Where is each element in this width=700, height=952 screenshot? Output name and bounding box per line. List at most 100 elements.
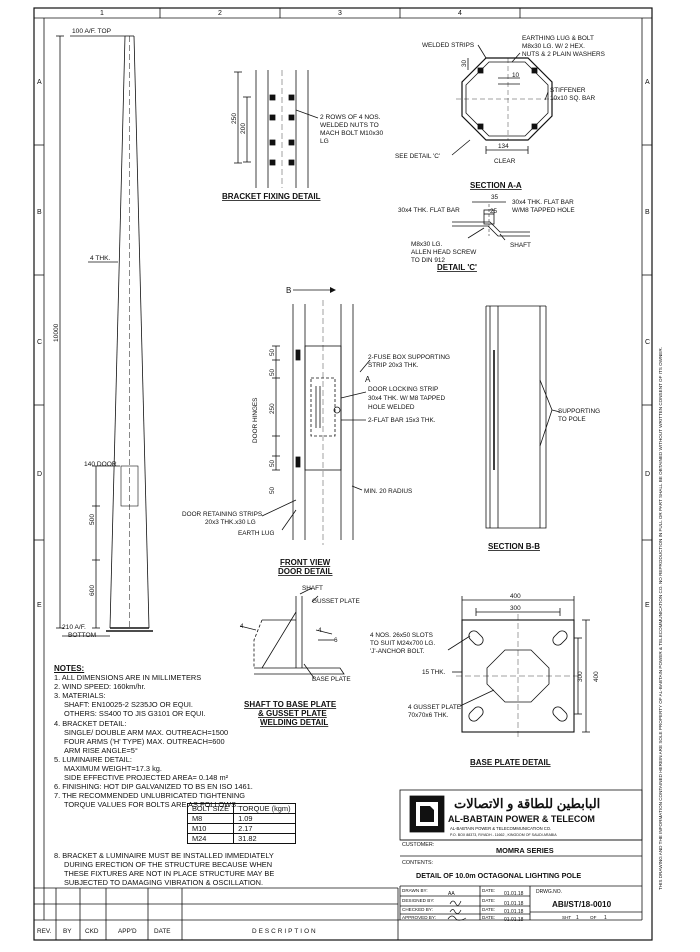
note-line: OTHERS: SS400 TO JIS G3101 OR EQUI. (64, 709, 206, 719)
front-view-door-detail (261, 287, 371, 545)
row-label-c: C (37, 339, 42, 346)
pole-dim-500: 500 (89, 514, 96, 525)
company-sub-2: P.O. BOX 88373, RIYADH - 11662 , KINGDOM… (450, 833, 557, 837)
side-copyright-note: THIS DRAWING AND THE INFORMATION CONTAIN… (658, 347, 663, 890)
gusset-base-label: BASE PLATE (312, 676, 351, 683)
section-b-support-2: TO POLE (558, 416, 586, 423)
title-block (399, 789, 643, 920)
detail-c-shaft: SHAFT (510, 242, 531, 249)
row-label-e-right: E (645, 602, 650, 609)
note-line: 6. FINISHING: HOT DIP GALVANIZED TO BS E… (54, 782, 253, 792)
detail-c-screw-2: ALLEN HEAD SCREW (411, 249, 477, 256)
bolt-header-size: BOLT SIZE (186, 803, 235, 814)
section-a-dim-134: 134 (498, 143, 509, 150)
front-retain-2: 20x3 THK.x30 LG (205, 519, 256, 526)
detail-c-flat2-2: W/M8 TAPPED HOLE (512, 207, 575, 214)
detail-c-flat1: 30x4 THK. FLAT BAR (398, 207, 460, 214)
table-row: M10 2.17 (186, 823, 296, 834)
gusset-shaft: SHAFT (302, 585, 323, 592)
front-hinges-label: DOOR HINGES (252, 398, 259, 443)
section-a-a (451, 44, 560, 156)
front-dim-50c: 50 (269, 486, 276, 494)
bracket-dim-250: 250 (231, 113, 238, 124)
section-a-stiffener-1: STIFFENER (550, 87, 586, 94)
table-row: M8 1.09 (186, 813, 296, 824)
gusset-weld-1: 4 (240, 623, 244, 630)
pole-thk-label: 4 THK. (90, 255, 111, 262)
note-line: MAXIMUM WEIGHT=17.3 kg. (64, 764, 162, 774)
gusset-title-3: WELDING DETAIL (260, 718, 328, 727)
col-label-1: 1 (100, 10, 104, 17)
contents-value: DETAIL OF 10.0m OCTAGONAL LIGHTING POLE (416, 871, 581, 880)
bracket-fixing-detail (234, 70, 319, 188)
pole-bottom-af: 210 A/F. (62, 624, 86, 631)
date-value-3: 01.01.18 (504, 909, 524, 915)
sheet-label: SHT (562, 915, 571, 920)
date-value-1: 01.01.18 (504, 891, 524, 897)
bracket-title: BRACKET FIXING DETAIL (222, 192, 321, 201)
pole-door-label: 140 DOOR (84, 461, 117, 468)
bolt-size: M10 (186, 823, 235, 834)
drwg-label: DRWG.NO. (536, 889, 562, 895)
pole-dim-600: 600 (89, 585, 96, 596)
gusset-title-2: & GUSSET PLATE (258, 709, 327, 718)
gusset-plate-label: GUSSET PLATE (312, 598, 360, 605)
front-flat-bar: 2-FLAT BAR 15x3 THK. (368, 417, 436, 424)
front-dim-50a: 50 (269, 348, 276, 356)
rev-col-ckd: CKD (85, 928, 99, 935)
row-label-a: A (37, 79, 42, 86)
pole-bottom: BOTTOM (68, 632, 96, 639)
date-label-1: DATE: (482, 888, 495, 893)
grid-column-ticks (159, 8, 521, 18)
detail-c-dim-25: 25 (490, 208, 498, 215)
bolt-table-header: BOLT SIZE TORQUE (kgm) (186, 803, 296, 814)
base-gusset-1: 4 GUSSET PLATE (408, 704, 461, 711)
front-lock-1: DOOR LOCKING STRIP (368, 386, 438, 393)
table-row: M24 31.82 (186, 833, 296, 844)
section-a-stiffener-2: 10x10 SQ. BAR (550, 95, 595, 102)
section-a-earth-3: NUTS & 2 PLAIN WASHERS (522, 51, 605, 58)
detail-c-screw-3: TO DIN 912 (411, 257, 445, 264)
base-dim-v400: 400 (593, 671, 600, 682)
section-a-see-c: SEE DETAIL 'C' (395, 153, 440, 160)
approved-label: APPROVED BY: (402, 915, 436, 920)
date-label-3: DATE: (482, 907, 495, 912)
bracket-dim-200: 200 (240, 123, 247, 134)
base-gusset-2: 70x70x6 THK. (408, 712, 449, 719)
front-dim-250: 250 (269, 403, 276, 414)
bolt-torque: 1.09 (233, 813, 296, 824)
gusset-weld-2: 4 (318, 627, 322, 634)
notes-title: NOTES: (54, 664, 85, 673)
front-dim-50d: 50 (269, 368, 276, 376)
row-label-b-right: B (645, 209, 650, 216)
row-label-e: E (37, 602, 42, 609)
bolt-size: M24 (186, 833, 235, 844)
rev-col-date: DATE (154, 928, 171, 935)
section-a-title: SECTION A-A (470, 181, 522, 190)
col-label-2: 2 (218, 10, 222, 17)
front-retain-1: DOOR RETAINING STRIPS (182, 511, 262, 518)
company-arabic: البابطين للطاقة و الاتصالات (454, 796, 600, 812)
note-line: DURING ERECTION OF THE STRUCTURE BECAUSE… (64, 860, 273, 870)
row-label-c-right: C (645, 339, 650, 346)
front-title-2: DOOR DETAIL (278, 567, 333, 576)
bolt-torque: 31.82 (233, 833, 296, 844)
note-line: THESE FIXTURES ARE NOT IN PLACE STRUCTUR… (64, 869, 275, 879)
checked-label: CHECKED BY: (402, 907, 433, 912)
rev-col-rev: REV. (37, 928, 52, 935)
signature-marks (447, 900, 467, 921)
base-dim-300: 300 (510, 605, 521, 612)
note-line: SUBJECTED TO DAMAGING VIBRATION & OSCILL… (64, 878, 264, 888)
row-label-d: D (37, 471, 42, 478)
row-label-a-right: A (645, 79, 650, 86)
note-line: SIDE EFFECTIVE PROJECTED AREA= 0.148 m² (64, 773, 229, 783)
date-label-2: DATE: (482, 898, 495, 903)
front-radius: MIN. 20 RADIUS (364, 488, 412, 495)
section-a-earth-1: EARTHING LUG & BOLT (522, 35, 594, 42)
note-line: 7. THE RECOMMENDED UNLUBRICATED TIGHTENI… (54, 791, 245, 801)
section-b-b (485, 305, 561, 529)
front-earth-lug: EARTH LUG (238, 530, 274, 537)
contents-label: CONTENTS: (402, 860, 433, 866)
front-a-marker: A (365, 375, 371, 384)
sheet-value: 1 (576, 915, 579, 921)
